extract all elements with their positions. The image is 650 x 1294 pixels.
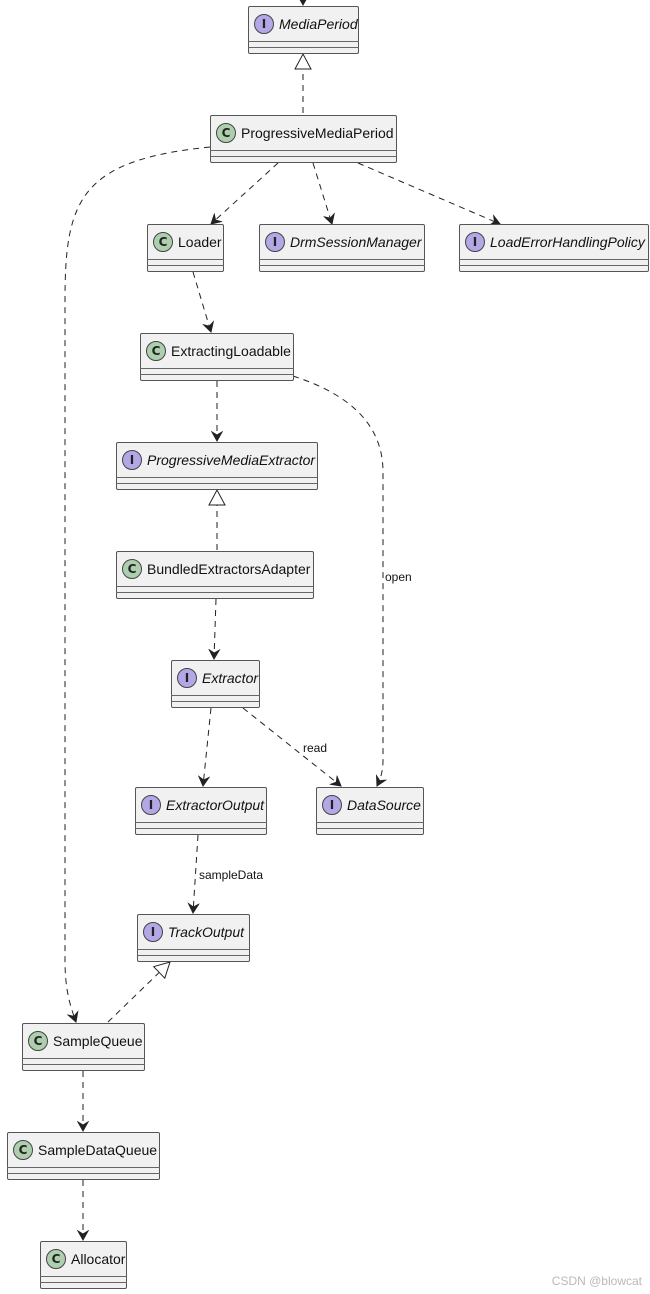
node-label: ProgressiveMediaPeriod <box>241 124 394 141</box>
interface-badge-icon: I <box>465 231 485 252</box>
class-badge-icon: C <box>153 231 173 252</box>
node-label: Extractor <box>202 669 259 686</box>
edge-pmp-to-samplequeue <box>64 146 211 1022</box>
node-label: SampleQueue <box>53 1032 143 1049</box>
class-badge-icon: C <box>46 1248 66 1269</box>
edge-extractor-to-datasource <box>242 707 341 786</box>
node-label: DrmSessionManager <box>290 233 422 250</box>
node-label: LoadErrorHandlingPolicy <box>490 233 645 250</box>
class-badge-icon: C <box>122 558 142 579</box>
interface-badge-icon: I <box>122 449 142 470</box>
interface-badge-icon: I <box>254 13 274 34</box>
node-sample-data-queue: C SampleDataQueue <box>7 1132 160 1180</box>
node-allocator: C Allocator <box>40 1241 127 1289</box>
node-extractor: I Extractor <box>171 660 260 708</box>
node-label: TrackOutput <box>168 923 244 940</box>
class-badge-icon: C <box>28 1030 48 1051</box>
edge-pmp-to-policy <box>357 162 500 224</box>
node-label: ExtractingLoadable <box>171 342 291 359</box>
node-extractor-output: I ExtractorOutput <box>135 787 267 835</box>
edge-el-to-datasource <box>292 375 383 786</box>
node-data-source: I DataSource <box>316 787 424 835</box>
class-badge-icon: C <box>13 1139 33 1160</box>
edge-label-sampledata: sampleData <box>199 868 264 882</box>
node-media-period: I MediaPeriod <box>248 6 359 54</box>
node-track-output: I TrackOutput <box>137 914 250 962</box>
edge-bea-to-extractor <box>214 598 216 659</box>
class-badge-icon: C <box>146 340 166 361</box>
node-loader: C Loader <box>147 224 224 272</box>
interface-badge-icon: I <box>265 231 285 252</box>
node-label: BundledExtractorsAdapter <box>147 560 311 577</box>
edge-label-read: read <box>303 741 328 755</box>
interface-badge-icon: I <box>143 921 163 942</box>
node-label: ProgressiveMediaExtractor <box>147 451 316 468</box>
edge-eo-to-trackoutput <box>193 834 198 913</box>
edge-pmp-to-drm <box>312 162 332 224</box>
node-progressive-media-period: C ProgressiveMediaPeriod <box>210 115 397 163</box>
node-sample-queue: C SampleQueue <box>22 1023 145 1071</box>
node-label: ExtractorOutput <box>166 796 265 813</box>
node-label: MediaPeriod <box>279 15 358 32</box>
edge-extractor-to-extractoroutput <box>203 707 212 786</box>
node-extracting-loadable: C ExtractingLoadable <box>140 333 294 381</box>
node-drm-session-manager: I DrmSessionManager <box>259 224 425 272</box>
edge-pmp-to-loader <box>211 162 279 224</box>
node-label: SampleDataQueue <box>38 1141 158 1158</box>
edge-label-open: open <box>385 570 412 584</box>
edge-sq-realizes-trackoutput <box>107 961 171 1023</box>
interface-badge-icon: I <box>322 794 342 815</box>
class-badge-icon: C <box>216 122 236 143</box>
node-load-error-handling-policy: I LoadErrorHandlingPolicy <box>459 224 649 272</box>
watermark: CSDN @blowcat <box>551 1274 642 1288</box>
interface-badge-icon: I <box>141 794 161 815</box>
node-bundled-extractors-adapter: C BundledExtractorsAdapter <box>116 551 314 599</box>
edge-loader-to-extractingloadable <box>192 271 211 332</box>
node-label: Allocator <box>71 1250 126 1267</box>
interface-badge-icon: I <box>177 667 197 688</box>
node-label: DataSource <box>347 796 421 813</box>
node-label: Loader <box>178 233 222 250</box>
node-progressive-media-extractor: I ProgressiveMediaExtractor <box>116 442 318 490</box>
